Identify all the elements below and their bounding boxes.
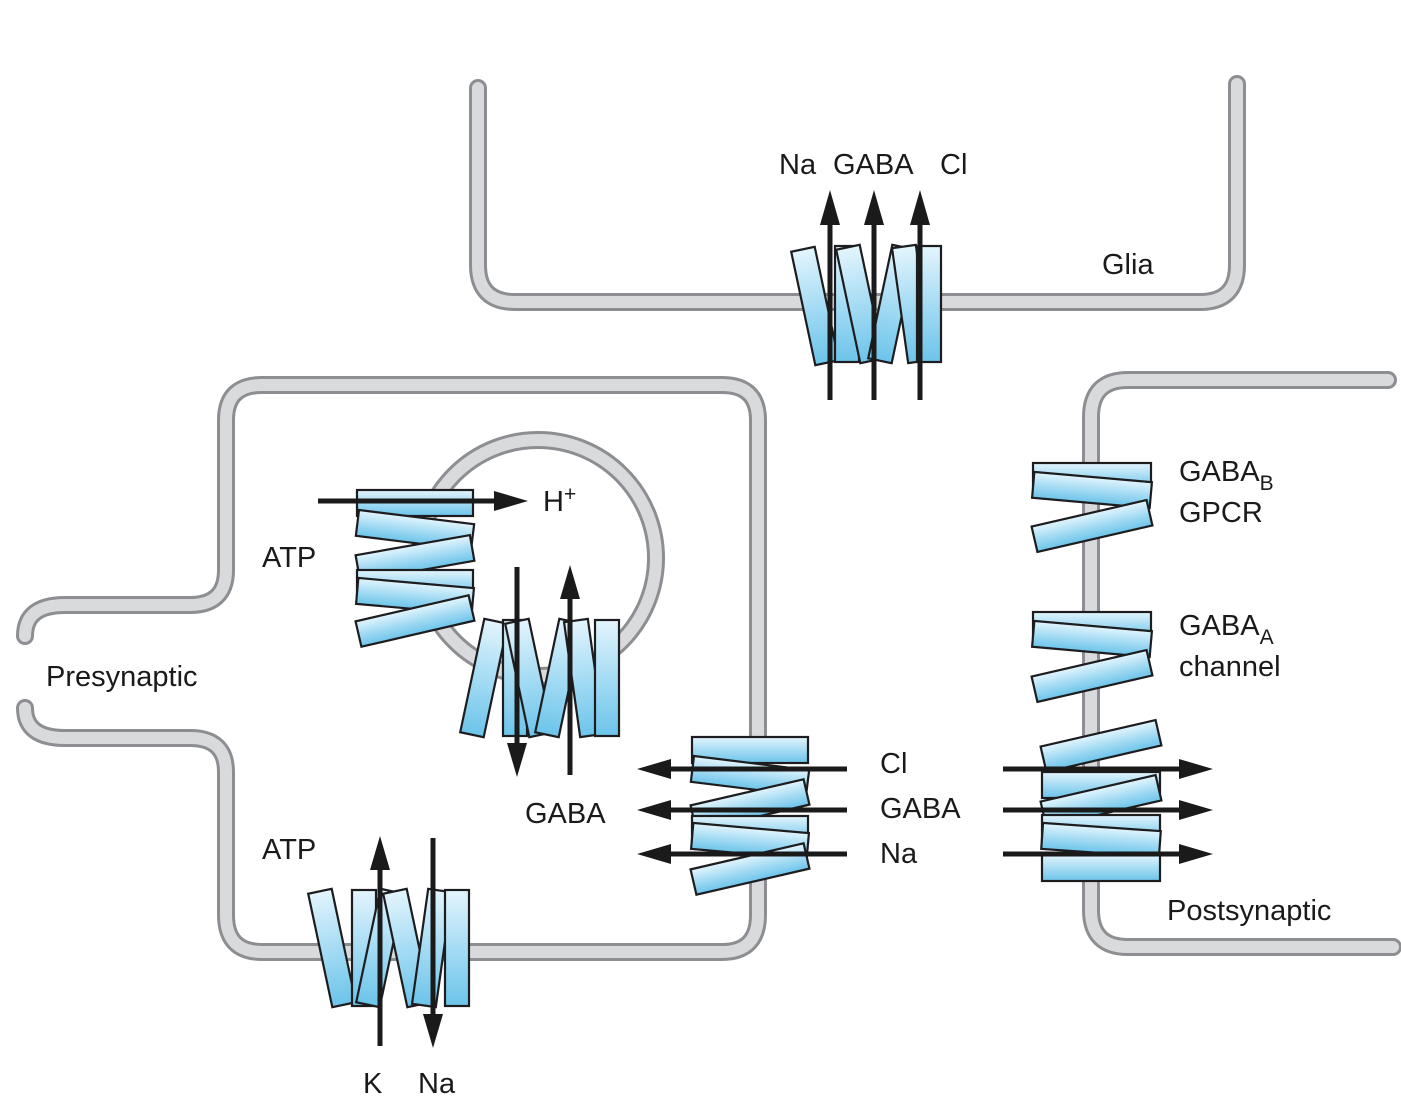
gaba-a-name: GABA (1179, 610, 1260, 642)
glial-na-label: Na (779, 149, 817, 181)
postsynaptic-uptake-arrows (1003, 759, 1213, 864)
gaba-b-receptor (1030, 461, 1154, 554)
gaba-a-type-label: channel (1179, 651, 1281, 683)
pump-atp-label: ATP (262, 834, 316, 866)
pump-na-label: Na (418, 1068, 456, 1100)
vesicular-gaba-arrows (507, 565, 580, 777)
postsynaptic-label: Postsynaptic (1167, 895, 1331, 927)
proton-arrow (318, 491, 528, 511)
na-k-pump-arrows (370, 836, 443, 1048)
na-k-atpase (306, 887, 471, 1009)
presynaptic-na-label: Na (880, 838, 918, 870)
presynaptic-membrane (16, 376, 767, 961)
gaba-b-subscript: B (1260, 472, 1274, 495)
proton-charge: + (564, 483, 576, 506)
gaba-a-subscript: A (1260, 626, 1274, 649)
gaba-b-type-label: GPCR (1179, 497, 1263, 529)
vesicular-gaba-label: GABA (525, 798, 606, 830)
glial-flux-arrows (820, 190, 930, 400)
gaba-a-label: GABAA (1179, 610, 1274, 649)
pump-k-label: K (363, 1068, 383, 1100)
presynaptic-gaba-label: GABA (880, 793, 961, 825)
proton-symbol: H (543, 486, 564, 518)
gaba-a-receptor (1030, 610, 1154, 704)
gaba-b-label: GABAB (1179, 456, 1274, 495)
glia-label: Glia (1102, 249, 1154, 281)
presynaptic-gaba-transporter (689, 735, 811, 897)
glial-cl-label: Cl (940, 149, 967, 181)
postsynaptic-gaba-transporter (1039, 718, 1163, 883)
vesicular-h-atpase (354, 488, 476, 649)
proton-label: H+ (543, 483, 576, 518)
vesicle-atp-label: ATP (262, 542, 316, 574)
presynaptic-cl-label: Cl (880, 748, 907, 780)
presynaptic-uptake-arrows (637, 759, 847, 864)
gaba-b-name: GABA (1179, 456, 1260, 488)
glial-gaba-label: GABA (833, 149, 914, 181)
presynaptic-label: Presynaptic (46, 661, 198, 693)
vesicular-gaba-transporter (458, 617, 621, 739)
